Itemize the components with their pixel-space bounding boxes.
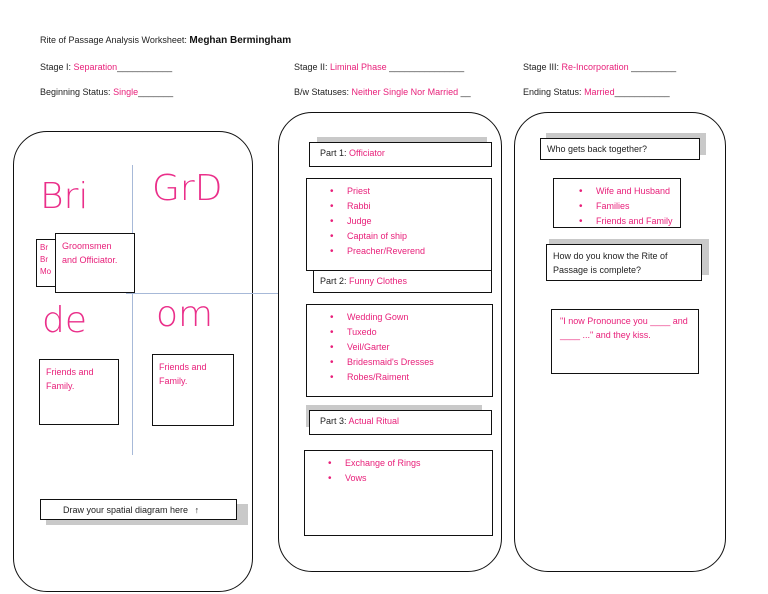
list-item: Families	[579, 199, 680, 214]
stage3-line: Stage III: Re-Incorporation _________	[523, 62, 676, 72]
stage3-value: Re-Incorporation	[561, 62, 629, 72]
between-status-blank: __	[460, 87, 471, 97]
friends-family-box-right: Friends and Family.	[152, 354, 234, 426]
part1-list: Priest Rabbi Judge Captain of ship Preac…	[307, 179, 491, 259]
list-item: Exchange of Rings	[328, 456, 492, 471]
ending-status-line: Ending Status: Married___________	[523, 87, 670, 97]
draw-label-text: Draw your spatial diagram here	[63, 505, 189, 515]
who-list: Wife and Husband Families Friends and Fa…	[554, 179, 680, 229]
part2-label: Part 2:	[320, 276, 347, 286]
part3-label-box: Part 3: Actual Ritual	[309, 410, 492, 435]
beginning-status-label: Beginning Status:	[40, 87, 111, 97]
list-item: Preacher/Reverend	[330, 244, 491, 259]
part3-value: Actual Ritual	[348, 416, 400, 426]
list-item: Priest	[330, 184, 491, 199]
part3-label: Part 3:	[320, 416, 347, 426]
worksheet-title: Rite of Passage Analysis Worksheet: Megh…	[40, 35, 291, 46]
stage3-blank: _________	[631, 62, 677, 72]
handwritten-de: de	[42, 300, 87, 341]
groomsmen-box: Groomsmen and Officiator.	[55, 233, 135, 293]
diagram-horizontal-line	[126, 293, 302, 294]
part2-label-box: Part 2: Funny Clothes	[313, 270, 492, 293]
beginning-status-line: Beginning Status: Single_______	[40, 87, 173, 97]
between-status-label: B/w Statuses:	[294, 87, 350, 97]
stage2-line: Stage II: Liminal Phase _______________	[294, 62, 464, 72]
list-item: Bridesmaid's Dresses	[330, 355, 492, 370]
list-item: Captain of ship	[330, 229, 491, 244]
ending-status-blank: ___________	[614, 87, 670, 97]
up-arrow-icon: ↑	[194, 505, 200, 515]
list-item: Robes/Raiment	[330, 370, 492, 385]
quote-text: "I now Pronounce you ____ and ____ ..." …	[560, 316, 688, 340]
part1-label-box: Part 1: Officiator	[309, 142, 492, 167]
handwritten-bri: Bri	[40, 176, 89, 217]
list-item: Vows	[328, 471, 492, 486]
who-label-box: Who gets back together?	[540, 138, 700, 160]
friends-family-box-left: Friends and Family.	[39, 359, 119, 425]
friends-family-right-text: Friends and Family.	[159, 362, 207, 386]
list-item: Veil/Garter	[330, 340, 492, 355]
stage1-label: Stage I:	[40, 62, 72, 72]
who-label: Who gets back together?	[547, 144, 648, 154]
list-item: Rabbi	[330, 199, 491, 214]
between-status-value: Neither Single Nor Married	[351, 87, 459, 97]
list-item: Friends and Family	[579, 214, 680, 229]
partial-line-2: Br	[40, 255, 48, 264]
list-item: Wife and Husband	[579, 184, 680, 199]
list-item: Judge	[330, 214, 491, 229]
groomsmen-text: Groomsmen and Officiator.	[62, 241, 118, 265]
how-label: How do you know the Rite of Passage is c…	[553, 251, 668, 275]
partial-line-1: Br	[40, 243, 48, 252]
beginning-status-value: Single	[113, 87, 139, 97]
part2-value: Funny Clothes	[349, 276, 408, 286]
friends-family-left-text: Friends and Family.	[46, 367, 94, 391]
part1-value: Officiator	[349, 148, 385, 158]
list-item: Wedding Gown	[330, 310, 492, 325]
draw-diagram-label: Draw your spatial diagram here ↑	[40, 499, 237, 520]
part2-list-box: Wedding Gown Tuxedo Veil/Garter Bridesma…	[306, 304, 493, 397]
list-item: Tuxedo	[330, 325, 492, 340]
part2-list: Wedding Gown Tuxedo Veil/Garter Bridesma…	[307, 305, 492, 385]
title-prefix: Rite of Passage Analysis Worksheet:	[40, 35, 187, 45]
stage2-blank: _______________	[389, 62, 465, 72]
part1-list-box: Priest Rabbi Judge Captain of ship Preac…	[306, 178, 492, 271]
stage1-blank: ___________	[117, 62, 173, 72]
handwritten-grd: GrD	[152, 168, 223, 209]
beginning-status-blank: _______	[138, 87, 174, 97]
handwritten-om: om	[156, 294, 214, 335]
student-name: Meghan Bermingham	[189, 35, 292, 46]
stage3-label: Stage III:	[523, 62, 560, 72]
part3-list: Exchange of Rings Vows	[305, 451, 492, 486]
part1-label: Part 1:	[320, 148, 347, 158]
part3-list-box: Exchange of Rings Vows	[304, 450, 493, 536]
who-list-box: Wife and Husband Families Friends and Fa…	[553, 178, 681, 229]
stage1-line: Stage I: Separation___________	[40, 62, 172, 72]
ending-status-value: Married	[584, 87, 615, 97]
diagram-vertical-line	[132, 165, 133, 455]
stage2-label: Stage II:	[294, 62, 328, 72]
stage1-value: Separation	[73, 62, 118, 72]
partial-line-3: Mo	[40, 267, 52, 276]
how-label-box: How do you know the Rite of Passage is c…	[546, 244, 702, 281]
ending-status-label: Ending Status:	[523, 87, 582, 97]
between-status-line: B/w Statuses: Neither Single Nor Married…	[294, 87, 471, 97]
stage2-value: Liminal Phase	[330, 62, 387, 72]
quote-box: "I now Pronounce you ____ and ____ ..." …	[551, 309, 699, 374]
